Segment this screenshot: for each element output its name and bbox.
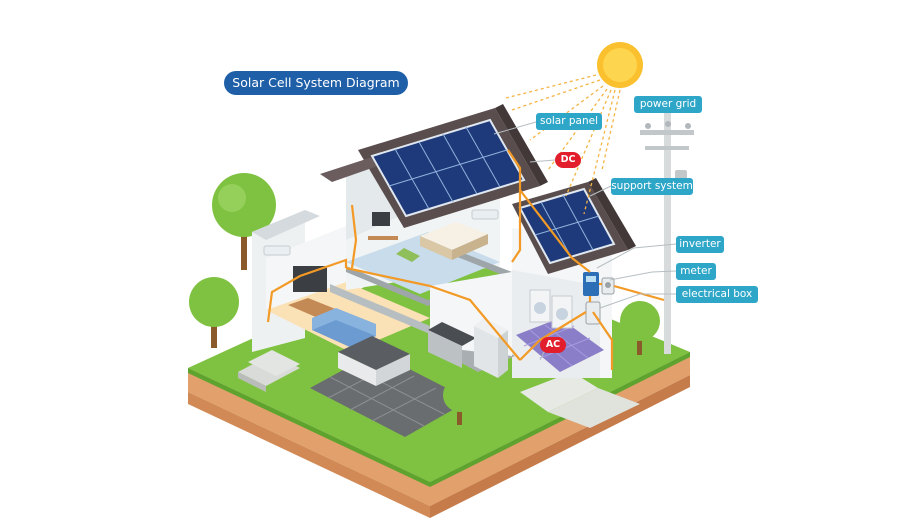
power-pole <box>640 112 694 354</box>
meter-unit <box>601 277 615 295</box>
furniture <box>263 209 573 386</box>
sun <box>597 42 643 88</box>
ground-island <box>188 250 690 518</box>
label-solar-panel: solar panel <box>536 113 602 130</box>
solar-panel-array-annex <box>518 187 616 265</box>
label-electrical-box: electrical box <box>676 286 758 303</box>
tree-large-left <box>212 173 276 270</box>
diagram-title: Solar Cell System Diagram <box>224 71 408 95</box>
label-power-grid: power grid <box>634 96 702 113</box>
label-inverter: inverter <box>676 236 724 253</box>
tree-right <box>620 301 660 355</box>
inverter-unit <box>583 272 599 296</box>
ac-badge: AC <box>540 337 566 353</box>
dc-badge: DC <box>555 152 581 168</box>
label-meter: meter <box>676 263 716 280</box>
label-support-system: support system <box>611 178 693 195</box>
tree-front <box>443 378 477 425</box>
solar-panel-array-main <box>370 118 526 218</box>
tree-small-left <box>189 277 239 348</box>
wiring <box>266 149 665 370</box>
